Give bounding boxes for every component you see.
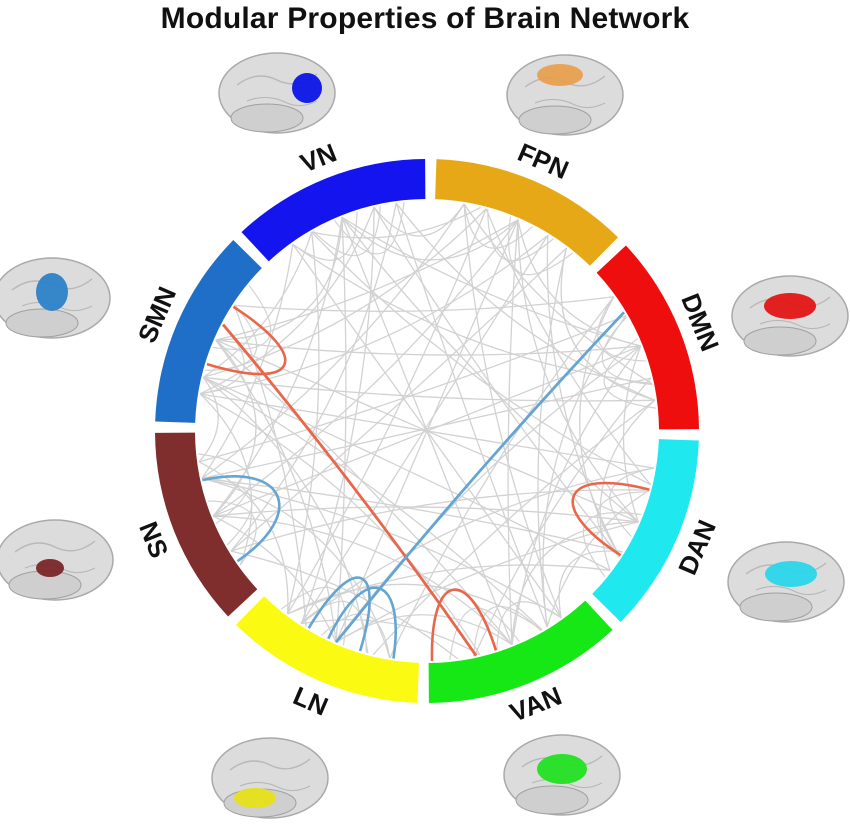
background-link (473, 605, 542, 657)
background-link (601, 316, 653, 385)
background-link (292, 211, 358, 261)
highlight-loop-smn (206, 305, 287, 376)
background-link (213, 506, 639, 523)
background-link (537, 247, 568, 628)
background-link (215, 217, 343, 341)
background-link (622, 345, 642, 523)
background-connections (198, 202, 656, 660)
background-link (198, 461, 289, 614)
background-link (230, 202, 397, 552)
background-link (560, 247, 656, 401)
background-link (234, 296, 614, 312)
background-link (487, 209, 554, 262)
background-link (215, 339, 639, 523)
highlight-loop-van (430, 588, 498, 661)
highlight-loop-dan (571, 481, 650, 557)
background-link (301, 619, 481, 656)
label-ns: NS (133, 517, 174, 562)
background-link (212, 284, 272, 350)
brain-smn-thumbnail (0, 257, 111, 339)
brain-fpn-thumbnail (506, 54, 624, 136)
background-link (546, 489, 650, 628)
background-link (463, 203, 533, 249)
background-link (609, 467, 655, 537)
segment-fpn (435, 159, 618, 266)
background-link (311, 206, 482, 239)
background-link (542, 315, 627, 628)
background-link (201, 377, 651, 480)
brain-vn-thumbnail (218, 52, 336, 134)
segment-dmn (596, 245, 699, 430)
background-link (511, 521, 639, 645)
brain-ln-thumbnail (211, 737, 329, 819)
background-link (473, 377, 652, 657)
background-link (311, 231, 651, 486)
background-link (596, 491, 649, 558)
background-link (603, 338, 656, 409)
background-link (215, 339, 641, 356)
background-link (202, 376, 369, 654)
background-link (215, 219, 519, 341)
segment-vn (241, 159, 426, 262)
background-link (199, 393, 481, 656)
segment-smn (155, 240, 262, 423)
background-link (321, 613, 391, 659)
background-link (213, 515, 337, 643)
brain-ns-thumbnail (0, 519, 114, 601)
background-link (508, 216, 574, 276)
background-link (373, 203, 465, 237)
background-link (300, 207, 375, 624)
background-link (203, 376, 655, 402)
background-link (597, 296, 647, 362)
highlighted-connections (202, 305, 650, 661)
background-link (373, 206, 621, 558)
background-link (287, 208, 487, 615)
highlight-loop-ln (307, 576, 371, 652)
brain-van-thumbnail (503, 734, 621, 816)
background-link (395, 202, 548, 628)
background-link (334, 202, 405, 255)
background-link (372, 399, 656, 656)
brain-thumbnails (0, 52, 849, 819)
background-link (203, 376, 611, 571)
background-link (202, 231, 313, 378)
background-link (287, 583, 543, 631)
background-link (212, 339, 257, 517)
background-link (389, 296, 615, 659)
segment-dan (592, 439, 699, 622)
label-ln: LN (289, 680, 333, 721)
highlight-link-dmn-ln (334, 311, 626, 644)
segment-van (428, 600, 613, 703)
background-link (201, 477, 253, 546)
background-link (201, 244, 294, 479)
background-link (280, 586, 346, 646)
module-ring (155, 159, 699, 703)
background-link (496, 601, 562, 651)
background-link (335, 217, 347, 643)
background-link (213, 515, 513, 646)
background-link (582, 512, 642, 578)
diagram-title: Modular Properties of Brain Network (160, 2, 690, 35)
background-link (203, 376, 543, 631)
background-link (198, 376, 219, 463)
highlight-loop-ns (202, 475, 281, 563)
background-link (312, 205, 381, 257)
brain-dmn-thumbnail (731, 275, 849, 357)
brain-dan-thumbnail (727, 541, 845, 623)
background-link (199, 206, 375, 395)
label-vn: VN (296, 137, 341, 178)
highlight-link-smn-van (222, 323, 478, 657)
background-link (507, 219, 519, 645)
background-link (233, 305, 307, 627)
segment-ns (155, 432, 258, 617)
segment-ln (236, 596, 419, 703)
background-link (201, 477, 623, 553)
background-link (230, 489, 650, 552)
background-link (449, 607, 520, 660)
background-link (558, 550, 623, 618)
background-link (198, 315, 627, 463)
